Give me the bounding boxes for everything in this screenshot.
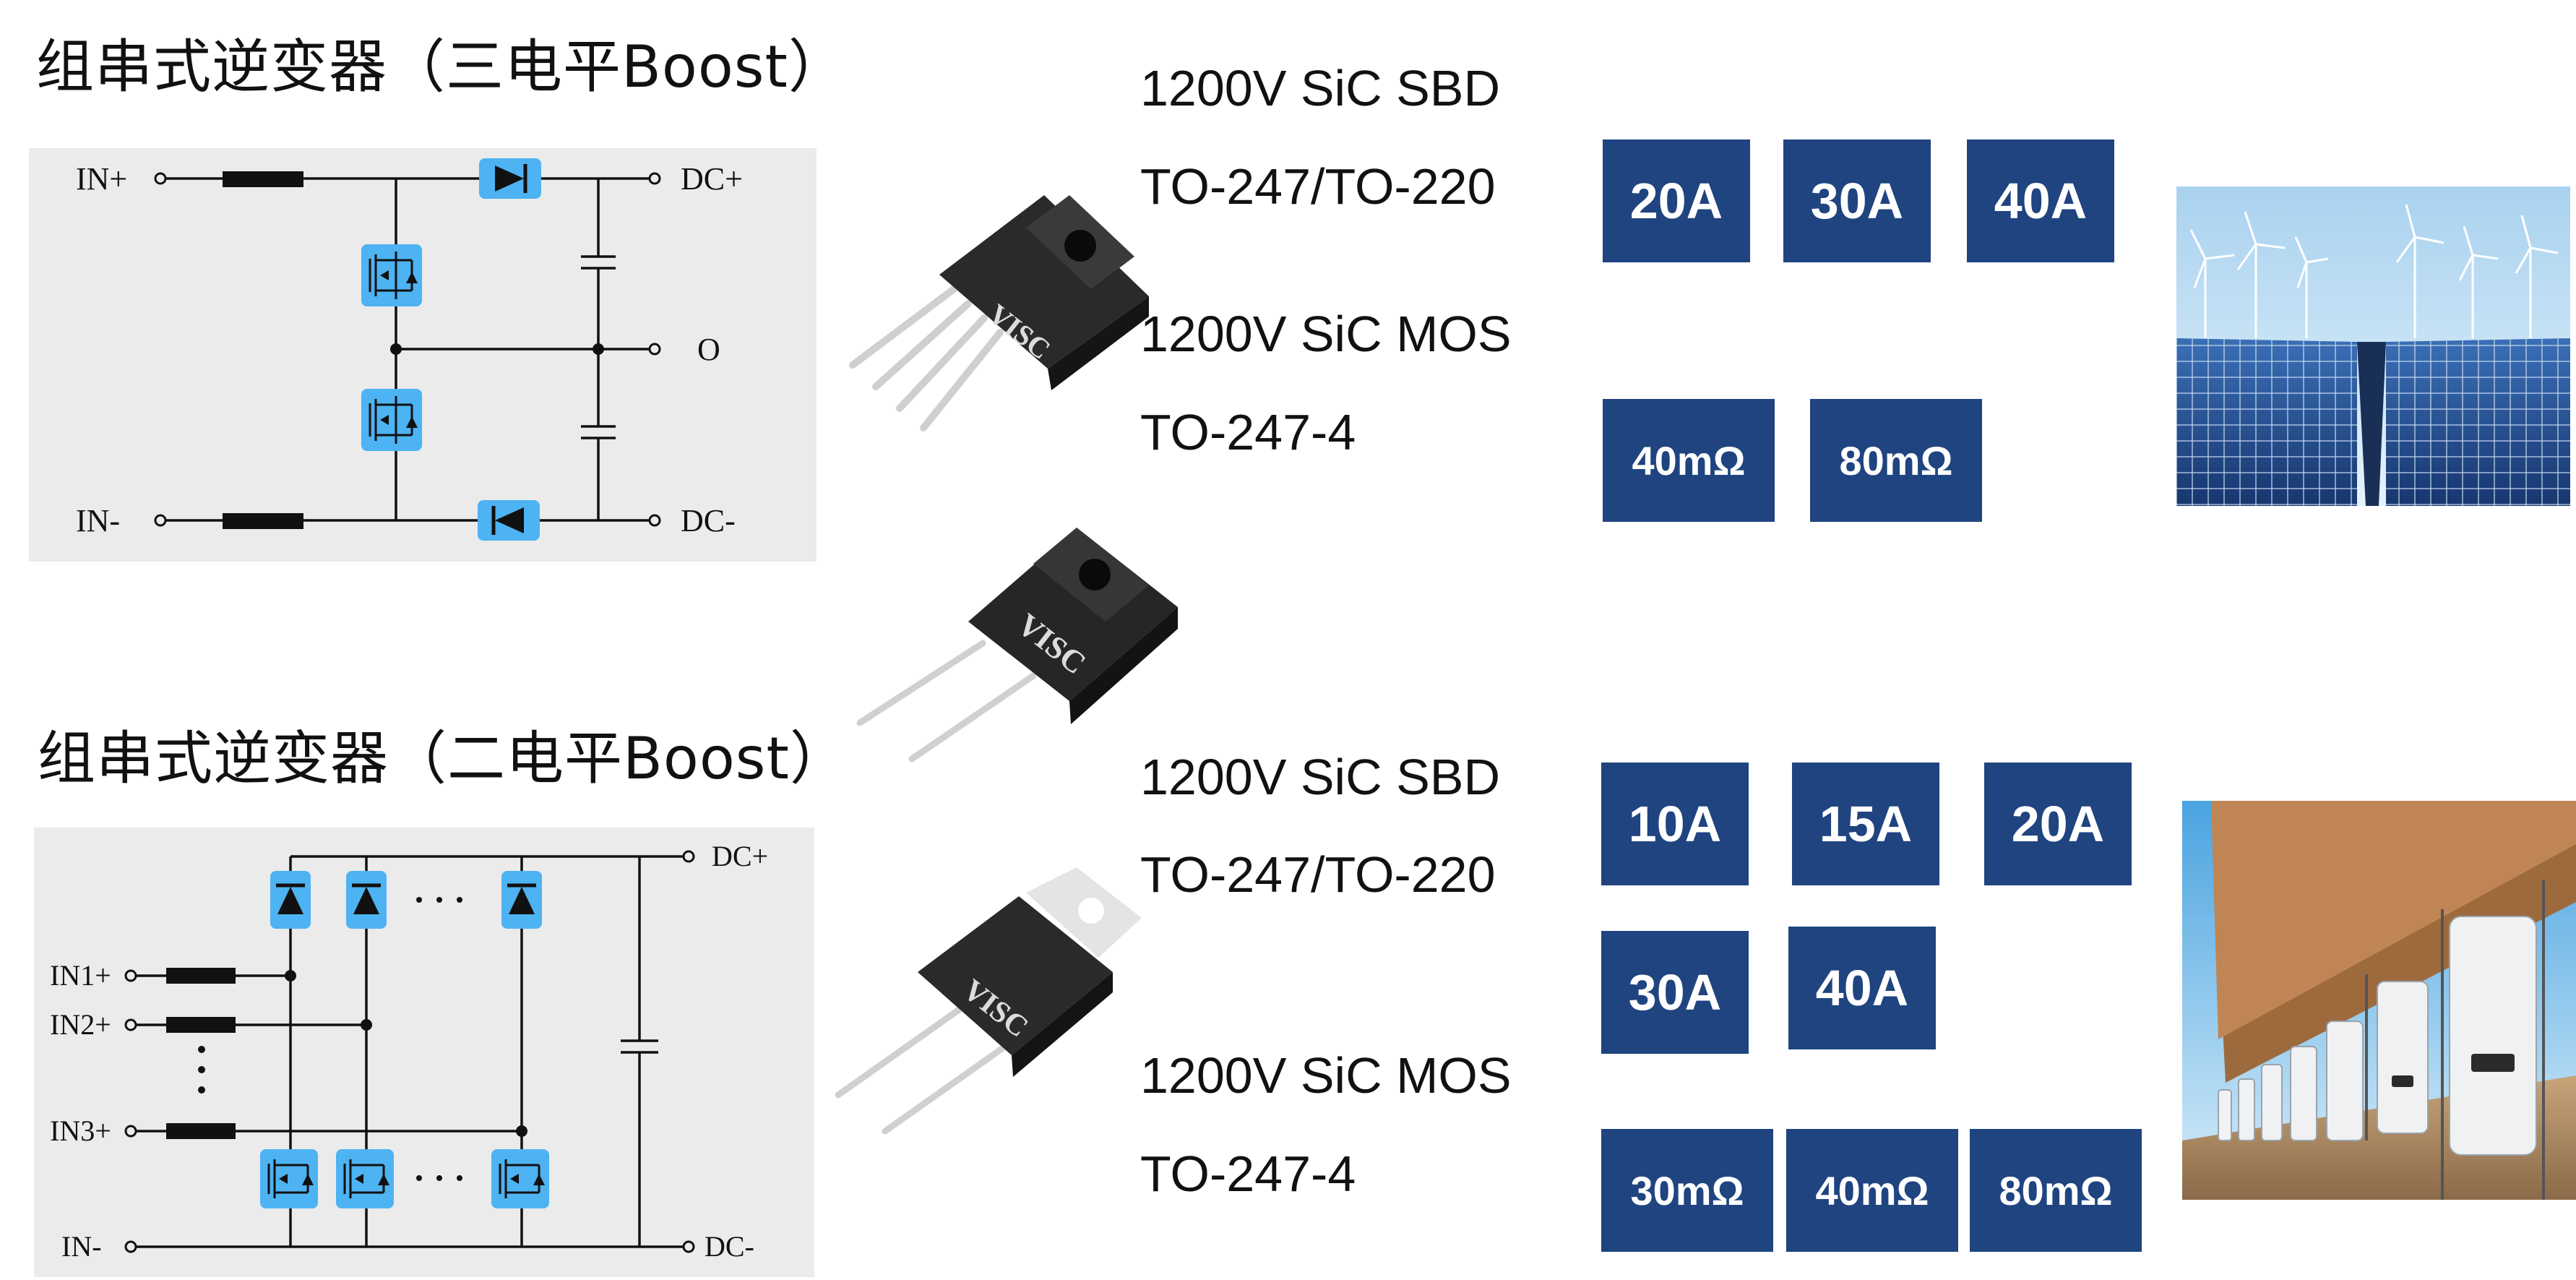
mosfet-2-icon (336, 1149, 394, 1208)
topology-2-title: 组串式逆变器（二电平Boost） (38, 725, 848, 792)
s2-badge-80mohm: 80mΩ (1970, 1129, 2142, 1252)
label-mid: O (697, 332, 720, 367)
s2-badge-20a: 20A (1984, 763, 2132, 885)
two-level-boost-schematic: IN1+ IN2+ IN3+ IN- DC+ DC- (50, 840, 768, 1263)
s1-badge-40mohm: 40mΩ (1603, 399, 1775, 522)
to220-package-image: VISC (835, 867, 1142, 1135)
s1-badge-80mohm: 80mΩ (1810, 399, 1982, 522)
s2-badge-40mohm: 40mΩ (1786, 1129, 1958, 1252)
diode-top-icon (479, 158, 541, 199)
diode-bottom-icon (478, 500, 540, 541)
diode-n-icon (501, 871, 542, 929)
wind-solar-photo (2176, 186, 2570, 506)
label-in-minus-2: IN- (61, 1230, 102, 1263)
string-inverter-photo (2182, 801, 2576, 1200)
label-in-plus: IN+ (76, 161, 127, 197)
s2-sbd-package: TO-247/TO-220 (1140, 846, 1496, 903)
to247-4-package-image: VISC (849, 195, 1149, 431)
inductor-top (223, 171, 303, 187)
mosfet-n-icon (491, 1149, 549, 1208)
s2-mos-package: TO-247-4 (1140, 1146, 1356, 1202)
two-level-boost-diagram: IN1+ IN2+ IN3+ IN- DC+ DC- (34, 828, 814, 1277)
s2-badge-15a: 15A (1792, 763, 1939, 885)
s1-sbd-title: 1200V SiC SBD (1140, 60, 1501, 116)
s2-mos-title: 1200V SiC MOS (1140, 1047, 1512, 1104)
mosfet-1-icon (260, 1149, 318, 1208)
s2-sbd-title: 1200V SiC SBD (1140, 749, 1501, 805)
topology-1-title: 组串式逆变器（三电平Boost） (36, 33, 847, 100)
s1-badge-20a: 20A (1603, 139, 1750, 262)
s1-mos-package: TO-247-4 (1140, 404, 1356, 460)
to247-package-image: VISC (856, 528, 1178, 763)
s1-badge-40a: 40A (1967, 139, 2114, 262)
s1-sbd-package: TO-247/TO-220 (1140, 158, 1496, 215)
s2-badge-30a: 30A (1601, 931, 1749, 1054)
label-in3: IN3+ (50, 1114, 111, 1147)
label-in-minus: IN- (76, 503, 120, 538)
mosfet-upper-icon (361, 244, 422, 306)
label-dc-plus: DC+ (681, 161, 743, 197)
three-level-boost-schematic: IN+ IN- DC+ O DC- (76, 158, 743, 541)
label-in2: IN2+ (50, 1008, 111, 1041)
label-dc-plus-2: DC+ (712, 840, 768, 872)
mosfet-lower-icon (361, 389, 422, 451)
three-level-boost-diagram: IN+ IN- DC+ O DC- (29, 148, 817, 562)
s1-badge-30a: 30A (1783, 139, 1931, 262)
s2-badge-10a: 10A (1601, 763, 1749, 885)
label-in1: IN1+ (50, 959, 111, 992)
inductor-bottom (223, 513, 303, 529)
label-dc-minus: DC- (681, 503, 736, 538)
label-dc-minus-2: DC- (705, 1230, 754, 1263)
s2-badge-30mohm: 30mΩ (1601, 1129, 1773, 1252)
s1-mos-title: 1200V SiC MOS (1140, 306, 1512, 362)
diode-2-icon (346, 871, 387, 929)
diode-1-icon (270, 871, 311, 929)
s2-badge-40a: 40A (1788, 927, 1936, 1049)
